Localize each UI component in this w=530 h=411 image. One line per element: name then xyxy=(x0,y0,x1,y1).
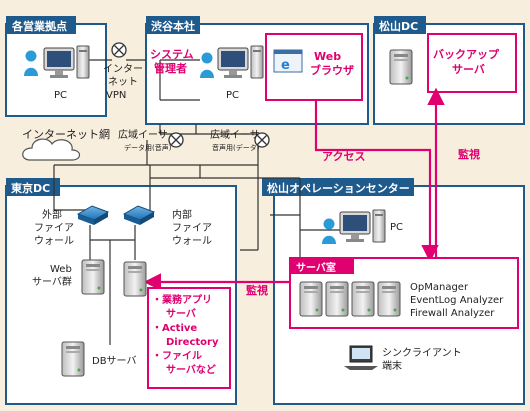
outer-fw-label-2: ファイア xyxy=(34,223,74,234)
internet-net-label: インターネット網 xyxy=(22,127,110,141)
region-tokyo-dc-title: 東京DC xyxy=(11,181,50,195)
network-lines xyxy=(53,59,340,345)
outer-fw-label-1: 外部 xyxy=(42,208,62,221)
backup-server-box: バックアップ サーバ xyxy=(427,33,517,93)
wan2-sub-label: 音声用(データ) xyxy=(212,143,260,152)
db-server-label: DBサーバ xyxy=(92,355,136,367)
access-label: アクセス xyxy=(322,150,365,163)
web-browser-label-2: ブラウザ xyxy=(310,63,354,77)
inner-fw-label-3: ウォール xyxy=(172,235,212,247)
dc-services-4: Directory xyxy=(166,337,219,348)
region-shibuya-title: 渋谷本社 xyxy=(151,19,195,33)
inner-fw-label-1: 内部 xyxy=(172,208,192,221)
internet-cloud-icon xyxy=(22,138,81,161)
dc-services-box: ・業務アプリ サーバ ・Active Directory ・ファイル サーバなど xyxy=(147,287,231,389)
dc-services-1: ・業務アプリ xyxy=(152,293,212,306)
dc-services-5: ・ファイル xyxy=(152,350,202,362)
product-firewall: Firewall Analyzer xyxy=(410,308,495,319)
region-matsuyama-dc-title: 松山DC xyxy=(379,19,418,33)
wan1-sub-label: データ用(音声) xyxy=(124,143,172,152)
vpn-router-icon xyxy=(111,42,127,58)
region-branches-title: 各営業拠点 xyxy=(11,19,67,33)
thin-client-icon xyxy=(344,345,378,370)
oc-server-3-icon xyxy=(351,281,375,317)
outer-fw-label-3: ウォール xyxy=(34,235,74,247)
product-opmanager: OpManager xyxy=(410,282,469,293)
backup-server-label-1: バックアップ xyxy=(433,47,500,61)
oc-server-2-icon xyxy=(325,281,349,317)
region-operation-center-title: 松山オペレーションセンター xyxy=(267,181,410,195)
db-server-icon xyxy=(61,341,85,377)
dc-services-3: ・Active xyxy=(152,323,197,334)
oc-server-4-icon xyxy=(377,281,401,317)
inner-fw-label-2: ファイア xyxy=(172,223,212,234)
app-server-icon xyxy=(123,261,147,297)
internet-vpn-label-2: ネット xyxy=(108,76,138,88)
branch-pc-label: PC xyxy=(54,90,67,101)
oc-pc-label: PC xyxy=(390,222,403,233)
monitor-top-label: 監視 xyxy=(458,147,480,161)
web-browser-label-1: Web xyxy=(314,50,341,63)
product-eventlog: EventLog Analyzer xyxy=(410,295,504,306)
web-servers-label-2: サーバ群 xyxy=(32,275,72,288)
backup-server-icon xyxy=(389,49,413,85)
ie-icon: e xyxy=(281,58,290,73)
monitor-left-label: 監視 xyxy=(246,283,268,297)
server-room-box: サーバ室 OpManager EventLog Analyzer Firewal… xyxy=(289,257,519,329)
dc-services-2: サーバ xyxy=(166,308,196,320)
backup-server-label-2: サーバ xyxy=(452,63,485,76)
thin-client-label-1: シンクライアント xyxy=(382,347,462,359)
thin-client-label-2: 端末 xyxy=(382,359,402,372)
access-arrow xyxy=(143,87,445,291)
dc-services-6: サーバなど xyxy=(166,363,216,376)
wan1-label: 広域イーサ xyxy=(118,128,168,141)
server-room-title: サーバ室 xyxy=(296,261,336,274)
web-browser-box: e Web ブラウザ xyxy=(265,33,363,101)
sys-admin-label-2: 管理者 xyxy=(154,61,187,75)
shibuya-pc-label: PC xyxy=(226,90,239,101)
oc-server-1-icon xyxy=(299,281,323,317)
web-server-icon xyxy=(81,259,105,295)
internet-vpn-label-1: インター xyxy=(103,63,143,75)
sys-admin-label-1: システム xyxy=(150,48,194,61)
wan2-label: 広域イーサ xyxy=(210,128,260,141)
web-servers-label-1: Web xyxy=(50,264,72,275)
internet-vpn-label-3: VPN xyxy=(106,90,126,101)
